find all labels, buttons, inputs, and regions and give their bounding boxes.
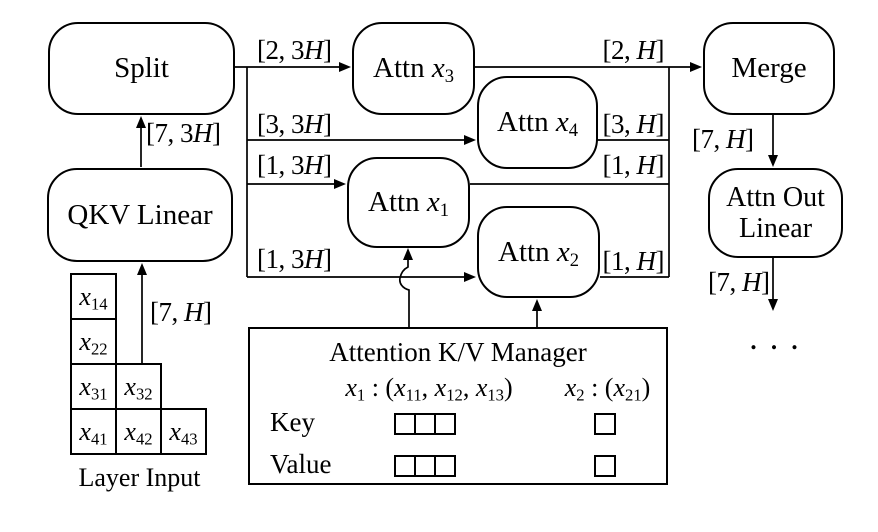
edge-label-x2-out: [1, H] xyxy=(602,246,665,276)
kv-manager-title: Attention K/V Manager xyxy=(329,337,587,367)
input-cell-x42-label: x42 xyxy=(124,416,153,449)
edge-label-split-to-x2: [1, 3H] xyxy=(257,244,332,274)
input-cell-x43-label: x43 xyxy=(169,416,198,449)
kv-row-label-value: Value xyxy=(270,449,332,479)
kv-row-label-key: Key xyxy=(270,407,315,437)
edge-label-final-out: [7, H] xyxy=(708,267,770,297)
kv-value-slots-x2 xyxy=(594,455,616,477)
edge-label-input-to-qkv: [7, H] xyxy=(150,297,212,327)
edge-label-x3-out: [2, H] xyxy=(602,35,665,65)
input-cell-x31-label: x31 xyxy=(79,371,108,404)
edge-label-x1-out: [1, H] xyxy=(602,150,665,180)
node-attn-x1-label: Attn x1 xyxy=(368,186,449,222)
edge-label-qkv-to-split: [7, 3H] xyxy=(146,118,221,148)
node-qkv-linear-label: QKV Linear xyxy=(67,198,213,231)
node-attn-x3-label: Attn x3 xyxy=(373,52,454,88)
kv-cache-slot xyxy=(414,413,436,435)
kv-key-slots-x1 xyxy=(394,413,456,435)
node-split: Split xyxy=(48,22,235,115)
input-cell-x31: x31 xyxy=(70,363,117,410)
edge-label-split-to-x4: [3, 3H] xyxy=(257,109,332,139)
input-cell-x22: x22 xyxy=(70,318,117,365)
node-qkv-linear: QKV Linear xyxy=(47,168,233,262)
edge-label-split-to-x3: [2, 3H] xyxy=(257,35,332,65)
node-attn-x4-label: Attn x4 xyxy=(497,106,578,142)
layer-input-caption: Layer Input xyxy=(78,463,201,492)
kv-key-slots-x2 xyxy=(594,413,616,435)
node-attn-x2-label: Attn x2 xyxy=(498,235,579,271)
edge-label-x4-out: [3, H] xyxy=(602,109,665,139)
input-cell-x43: x43 xyxy=(160,408,207,455)
node-attn-out-linear-label: Attn Out Linear xyxy=(726,181,825,244)
kv-cache-slot xyxy=(394,455,416,477)
kv-cache-slot xyxy=(414,455,436,477)
edge-kv-to-x1 xyxy=(398,248,413,327)
kv-cache-slot xyxy=(434,455,456,477)
node-merge-label: Merge xyxy=(731,52,807,85)
node-split-label: Split xyxy=(114,52,169,85)
node-attn-x3: Attn x3 xyxy=(352,22,475,115)
kv-entry-x1: x1 : (x11, x12, x13) xyxy=(345,373,513,405)
input-cell-x14-label: x14 xyxy=(79,281,108,314)
input-cell-x42: x42 xyxy=(115,408,162,455)
input-cell-x41-label: x41 xyxy=(79,416,108,449)
kv-manager-box: Attention K/V Manager x1 : (x11, x12, x1… xyxy=(248,327,668,485)
input-cell-x32: x32 xyxy=(115,363,162,410)
kv-cache-slot xyxy=(594,455,616,477)
input-cell-x14: x14 xyxy=(70,273,117,320)
continuation-dots: . . . xyxy=(750,328,802,355)
edge-label-split-to-x1: [1, 3H] xyxy=(257,150,332,180)
input-cell-x22-label: x22 xyxy=(79,326,108,359)
input-cell-x32-label: x32 xyxy=(124,371,153,404)
node-attn-x4: Attn x4 xyxy=(477,76,598,169)
kv-value-slots-x1 xyxy=(394,455,456,477)
node-attn-out-linear: Attn Out Linear xyxy=(708,168,843,258)
kv-cache-slot xyxy=(394,413,416,435)
edge-label-merge-out: [7, H] xyxy=(692,124,754,154)
kv-cache-slot xyxy=(594,413,616,435)
node-attn-x1: Attn x1 xyxy=(347,157,470,248)
kv-cache-slot xyxy=(434,413,456,435)
input-cell-x41: x41 xyxy=(70,408,117,455)
node-merge: Merge xyxy=(703,22,835,115)
node-attn-x2: Attn x2 xyxy=(477,206,600,298)
kv-entry-x2: x2 : (x21) xyxy=(564,373,651,405)
